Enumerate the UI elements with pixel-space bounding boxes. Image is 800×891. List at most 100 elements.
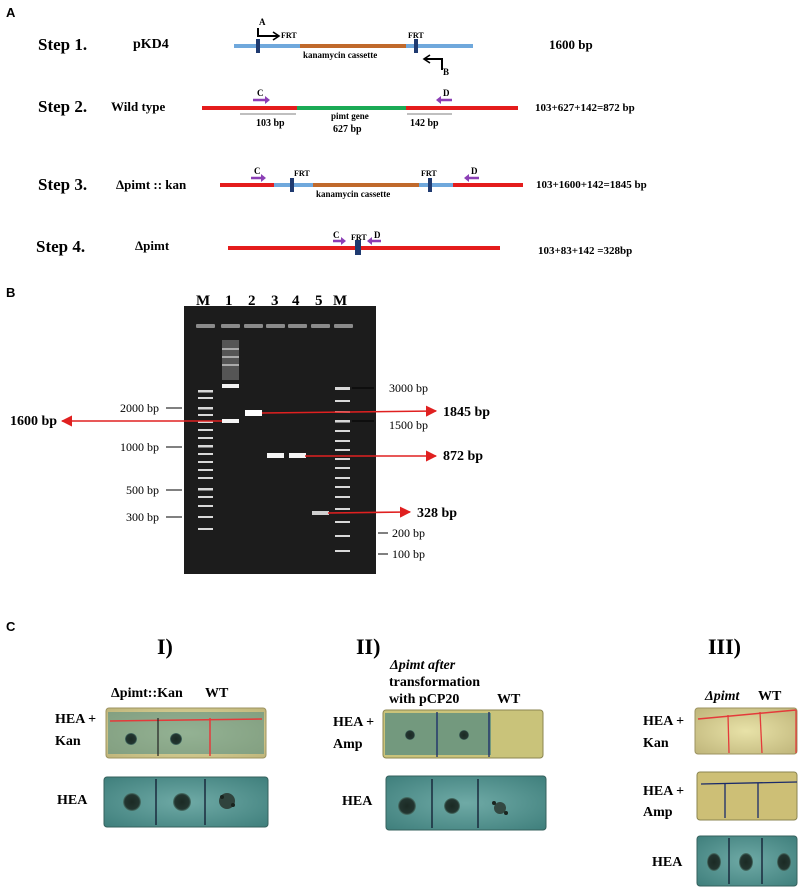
subpanel-iii-row1-line2: Kan — [643, 736, 669, 751]
subpanel-ii-row1-line1: HEA + — [333, 715, 374, 730]
colony-spot — [777, 853, 791, 871]
subpanel-i: I) Δpimt::Kan WT HEA + Kan HEA — [55, 634, 269, 828]
ladder-left — [198, 390, 213, 530]
colony-spot — [170, 733, 182, 745]
lane-4: 4 — [292, 293, 300, 309]
step-1-label: Step 1. — [38, 35, 87, 54]
well — [334, 324, 353, 328]
plate-hea-amp-iii — [696, 771, 798, 821]
well — [221, 324, 240, 328]
step-1-construct: pKD4 — [133, 37, 169, 52]
subpanel-i-title: I) — [157, 634, 173, 659]
subpanel-iii: III) Δpimt WT HEA + Kan HEA + Amp HEA — [643, 634, 798, 887]
ladder-right — [335, 387, 350, 552]
frt-site-1 — [256, 39, 260, 53]
band-1600bp — [222, 419, 239, 423]
pimt-gene-label: pimt gene — [331, 111, 369, 121]
pointer-1845bp — [261, 405, 438, 417]
step-4-primer-d-arrow — [367, 237, 372, 245]
subpanel-i-row2: HEA — [57, 793, 88, 808]
subpanel-ii-row2: HEA — [342, 794, 373, 809]
band-328bp — [312, 511, 329, 515]
step-3-cassette-label: kanamycin cassette — [316, 189, 390, 199]
plate-hea-ii — [385, 775, 547, 831]
step-3-frt-label-1: FRT — [294, 169, 310, 178]
step-2-construct: Wild type — [111, 99, 166, 114]
band-872bp-lane-4 — [289, 453, 306, 458]
kan-cassette-label: kanamycin cassette — [303, 50, 377, 60]
step-4-label: Step 4. — [36, 237, 85, 256]
primer-b-label: B — [443, 67, 449, 77]
step-4-construct: Δpimt — [135, 238, 170, 253]
colony-spot — [405, 730, 415, 740]
subpanel-i-col-wt: WT — [205, 686, 229, 701]
step-3-size: 103+1600+142=1845 bp — [536, 179, 647, 191]
colony-spot — [398, 797, 416, 815]
pointer-328bp — [327, 506, 412, 518]
subpanel-iii-row1-line1: HEA + — [643, 714, 684, 729]
lane-marker-right: M — [333, 293, 347, 309]
frt-label-1: FRT — [281, 31, 297, 40]
step-3-construct: Δpimt :: kan — [116, 177, 187, 192]
step-3-frt-2 — [428, 178, 432, 192]
lane-1-upper-band — [222, 384, 239, 388]
plate-hea-kan-iii — [694, 707, 798, 755]
lane-marker-left: M — [196, 293, 210, 309]
colony-spot — [444, 798, 460, 814]
well — [311, 324, 330, 328]
frt-site-2 — [414, 39, 418, 53]
label-872bp: 872 bp — [443, 449, 483, 464]
step-3: Step 3. Δpimt :: kan FRT FRT kanamycin c… — [38, 166, 647, 199]
colony-spot — [173, 793, 191, 811]
step-3-primer-c-arrow — [261, 174, 266, 182]
pimt-gene-size: 627 bp — [333, 124, 362, 135]
right-ladder-labels: 3000 bp 1500 bp 200 bp 100 bp — [352, 381, 428, 561]
step-4-primer-d-label: D — [374, 230, 381, 240]
step-4-primer-c-arrow — [341, 237, 346, 245]
colony-spot — [459, 730, 469, 740]
step-2-size: 103+627+142=872 bp — [535, 102, 635, 114]
subpanel-iii-row2-line2: Amp — [643, 805, 673, 820]
label-328bp: 328 bp — [417, 506, 457, 521]
ladder-label-200: 200 bp — [392, 526, 425, 540]
lane-1-bands — [222, 340, 239, 423]
ladder-label-500: 500 bp — [126, 483, 159, 497]
step-3-primer-d-label: D — [471, 166, 478, 176]
step-4-frt-label: FRT — [351, 233, 367, 242]
primer-c-label: C — [257, 88, 264, 98]
band-1845bp — [245, 410, 262, 416]
well — [266, 324, 285, 328]
subpanel-ii-header-line3: with pCP20 — [389, 692, 459, 707]
subpanel-ii-col-wt: WT — [497, 692, 521, 707]
ladder-label-1500: 1500 bp — [389, 418, 428, 432]
colony-spot — [123, 793, 141, 811]
lane-2: 2 — [248, 293, 256, 309]
panel-c-label: C — [6, 619, 16, 634]
step-1: Step 1. pKD4 FRT FRT kanamycin cassette … — [38, 17, 593, 77]
subpanel-iii-row2-line1: HEA + — [643, 784, 684, 799]
right-flank-size: 142 bp — [410, 118, 439, 129]
step-2: Step 2. Wild type C D 103 bp pimt gene 6… — [38, 88, 635, 135]
well — [244, 324, 263, 328]
step-4: Step 4. Δpimt FRT C D 103+83+142 =328bp — [36, 230, 632, 257]
panel-b-label: B — [6, 285, 15, 300]
step-4-size: 103+83+142 =328bp — [538, 245, 632, 257]
subpanel-iii-title: III) — [708, 634, 741, 659]
colony-spot — [707, 853, 721, 871]
primer-b-arrow — [424, 58, 443, 70]
step-3-primer-d-arrow — [464, 174, 469, 182]
primer-a-label: A — [259, 17, 266, 27]
band-pointers: 1600 bp 1845 bp 872 bp 328 bp — [10, 405, 490, 521]
left-ladder-labels: 2000 bp 1000 bp 500 bp 300 bp — [120, 401, 182, 524]
subpanel-ii-row1-line2: Amp — [333, 737, 363, 752]
step-1-size: 1600 bp — [549, 37, 593, 52]
label-1600bp: 1600 bp — [10, 414, 57, 429]
lane-1: 1 — [225, 293, 233, 309]
subpanel-ii-title: II) — [356, 634, 380, 659]
subpanel-iii-row3: HEA — [652, 855, 683, 870]
subpanel-iii-col-wt: WT — [758, 689, 782, 704]
subpanel-ii: II) Δpimt after transformation with pCP2… — [333, 634, 547, 831]
primer-a-arrow — [257, 28, 278, 37]
subpanel-i-col-mutant: Δpimt::Kan — [111, 686, 183, 701]
primer-d-label: D — [443, 88, 450, 98]
